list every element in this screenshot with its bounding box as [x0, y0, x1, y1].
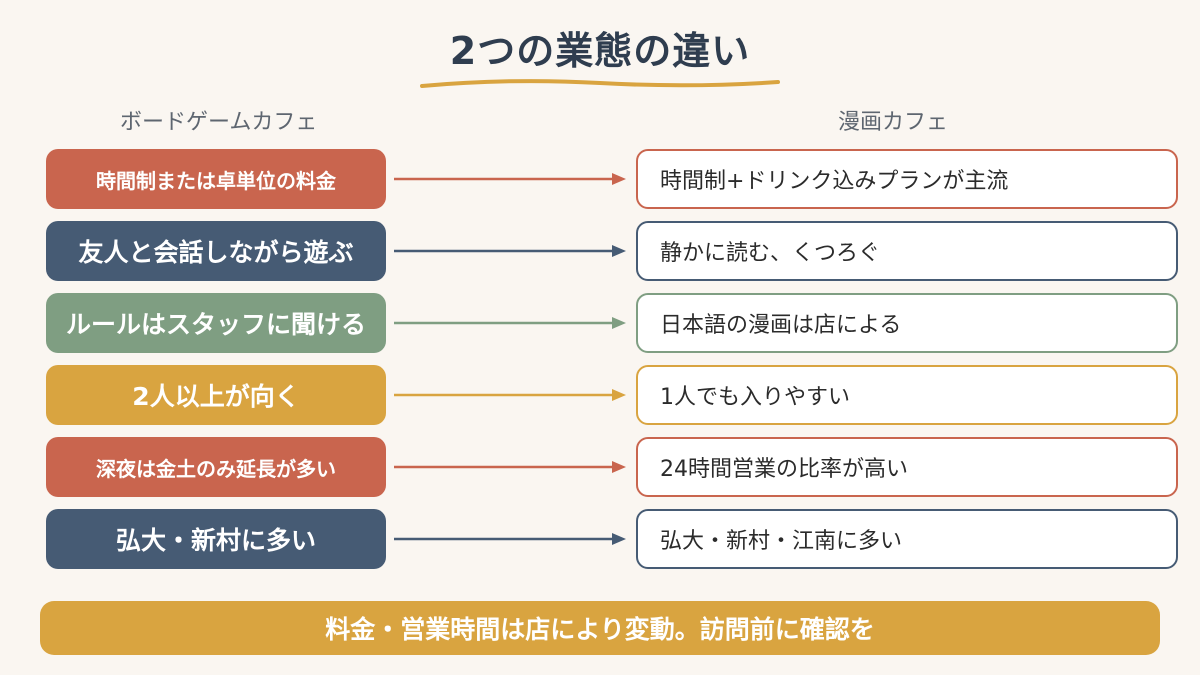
- manga-cafe-point: 弘大・新村・江南に多い: [636, 509, 1178, 569]
- arrow-right-icon: [394, 317, 626, 329]
- comparison-row: 弘大・新村に多い 弘大・新村・江南に多い: [0, 509, 1200, 569]
- title-underline: [420, 79, 780, 88]
- board-game-cafe-point: 深夜は金土のみ延長が多い: [46, 437, 386, 497]
- notice-banner: 料金・営業時間は店により変動。訪問前に確認を: [40, 601, 1160, 655]
- comparison-row: 2人以上が向く 1人でも入りやすい: [0, 365, 1200, 425]
- page-title: 2つの業態の違い: [449, 29, 751, 73]
- comparison-row: 友人と会話しながら遊ぶ 静かに読む、くつろぐ: [0, 221, 1200, 281]
- board-game-cafe-point: 2人以上が向く: [46, 365, 386, 425]
- arrow-right-icon: [394, 461, 626, 473]
- board-game-cafe-point: ルールはスタッフに聞ける: [46, 293, 386, 353]
- board-game-cafe-point: 時間制または卓単位の料金: [46, 149, 386, 209]
- manga-cafe-point: 時間制+ドリンク込みプランが主流: [636, 149, 1178, 209]
- arrow-right-icon: [394, 533, 626, 545]
- manga-cafe-point: 静かに読む、くつろぐ: [636, 221, 1178, 281]
- board-game-cafe-point: 弘大・新村に多い: [46, 509, 386, 569]
- manga-cafe-point: 日本語の漫画は店による: [636, 293, 1178, 353]
- arrow-right-icon: [394, 245, 626, 257]
- left-column-header: ボードゲームカフェ: [120, 110, 318, 135]
- comparison-row: 時間制または卓単位の料金 時間制+ドリンク込みプランが主流: [0, 149, 1200, 209]
- board-game-cafe-point: 友人と会話しながら遊ぶ: [46, 221, 386, 281]
- manga-cafe-point: 1人でも入りやすい: [636, 365, 1178, 425]
- comparison-row: ルールはスタッフに聞ける 日本語の漫画は店による: [0, 293, 1200, 353]
- manga-cafe-point: 24時間営業の比率が高い: [636, 437, 1178, 497]
- right-column-header: 漫画カフェ: [838, 110, 949, 135]
- comparison-row: 深夜は金土のみ延長が多い 24時間営業の比率が高い: [0, 437, 1200, 497]
- arrow-right-icon: [394, 389, 626, 401]
- arrow-right-icon: [394, 173, 626, 185]
